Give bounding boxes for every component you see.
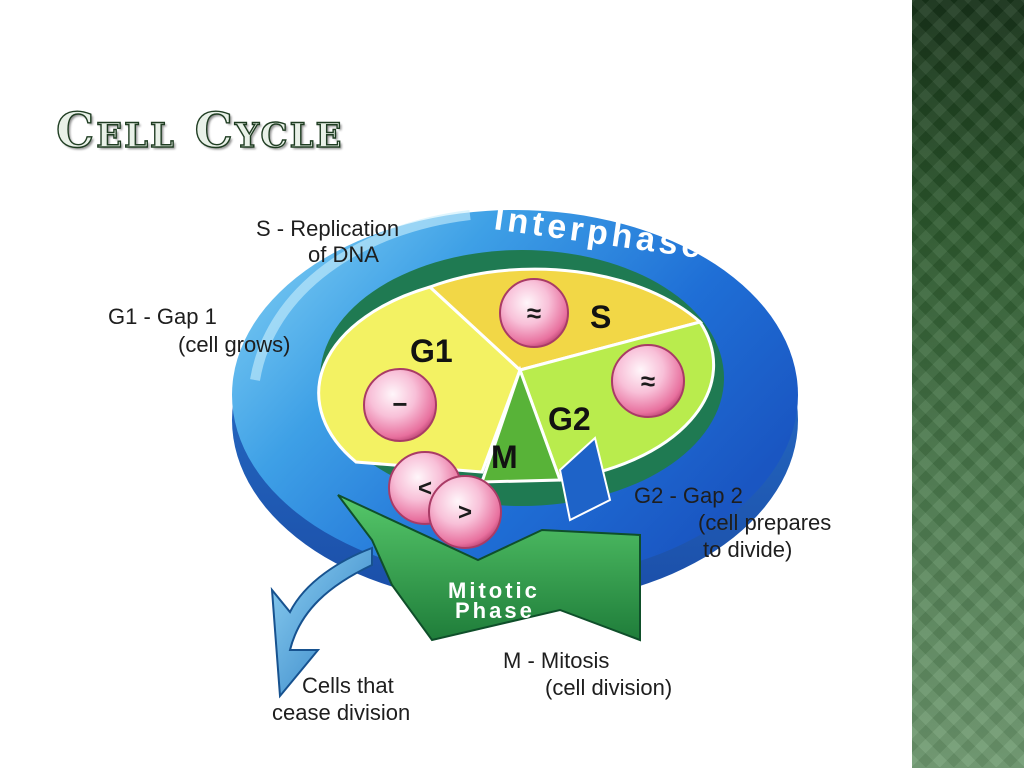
label-g2: G2 bbox=[548, 401, 591, 437]
label-s: S bbox=[590, 299, 611, 335]
label-phase: Phase bbox=[455, 598, 535, 623]
svg-text:−: − bbox=[392, 389, 407, 419]
annotation-g1-line1: G1 - Gap 1 bbox=[108, 304, 217, 329]
annotation-s-line2: of DNA bbox=[308, 242, 379, 267]
svg-text:>: > bbox=[458, 499, 472, 526]
cease-division-arrow bbox=[270, 546, 373, 699]
annotation-m-line2: (cell division) bbox=[545, 675, 672, 700]
annotation-g1-line2: (cell grows) bbox=[178, 332, 290, 357]
label-mitotic: Mitotic bbox=[448, 578, 540, 603]
annotation-g2-line2: (cell prepares bbox=[698, 510, 831, 535]
mitotic-phase-arrow bbox=[337, 494, 641, 642]
svg-text:<: < bbox=[418, 475, 432, 502]
decorative-side-band bbox=[912, 0, 1024, 768]
annotation-g2-line3: to divide) bbox=[703, 537, 792, 562]
cell-mitosis-right: > bbox=[428, 475, 502, 549]
annotation-cease-line2: cease division bbox=[272, 700, 410, 725]
annotation-cease-line1: Cells that bbox=[302, 673, 394, 698]
annotation-g2-line1: G2 - Gap 2 bbox=[634, 483, 743, 508]
cell-g2-phase: ≈ bbox=[611, 344, 685, 418]
annotation-s-line1: S - Replication bbox=[256, 216, 399, 241]
label-g1: G1 bbox=[410, 333, 453, 369]
slide-title: Cell Cycle bbox=[55, 102, 344, 159]
cell-s-phase: ≈ bbox=[499, 278, 569, 348]
g2-to-m-arrow bbox=[558, 436, 612, 522]
ring-highlight bbox=[250, 210, 471, 381]
m-wedge bbox=[479, 365, 563, 484]
svg-text:≈: ≈ bbox=[527, 298, 541, 328]
label-m: M bbox=[491, 439, 518, 475]
svg-text:≈: ≈ bbox=[641, 366, 655, 396]
cell-g1-phase: − bbox=[363, 368, 437, 442]
annotation-m-line1: M - Mitosis bbox=[503, 648, 609, 673]
